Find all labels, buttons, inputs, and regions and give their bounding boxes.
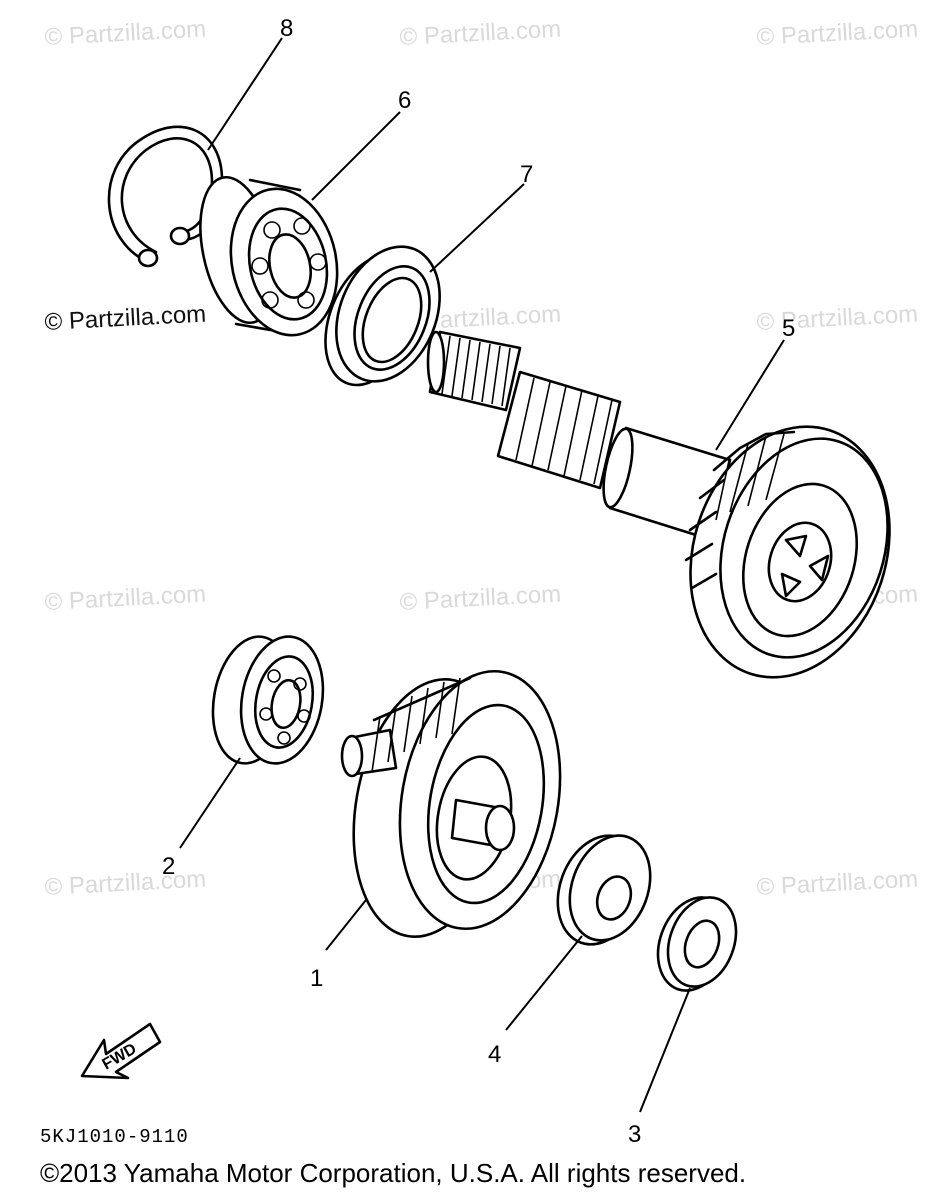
callout-4[interactable]: 4 <box>488 1041 501 1068</box>
watermark: © Partzilla.com <box>399 16 562 51</box>
part-7-oil-seal[interactable] <box>308 231 459 399</box>
copyright-notice: ©2013 Yamaha Motor Corporation, U.S.A. A… <box>40 1158 746 1188</box>
part-4-washer[interactable] <box>543 824 664 957</box>
callout-7[interactable]: 7 <box>520 161 533 188</box>
callout-3[interactable]: 3 <box>628 1121 641 1148</box>
watermark: © Partzilla.com <box>44 16 207 51</box>
watermark: © Partzilla.com <box>756 16 919 51</box>
watermark: © Partzilla.com <box>44 301 207 336</box>
diagram-code: 5KJ1010-9110 <box>40 1126 189 1148</box>
part-1-gear[interactable] <box>335 658 580 948</box>
watermark: © Partzilla.com <box>399 581 562 616</box>
part-3-washer[interactable] <box>646 887 748 1000</box>
part-6-bearing[interactable] <box>188 170 350 345</box>
fwd-direction-arrow: FWD <box>80 1022 162 1080</box>
callout-6[interactable]: 6 <box>398 87 411 114</box>
part-2-bearing[interactable] <box>203 630 332 770</box>
watermark: © Partzilla.com <box>44 581 207 616</box>
callout-8[interactable]: 8 <box>280 15 293 42</box>
watermark: © Partzilla.com <box>44 866 207 901</box>
leader-lines <box>179 37 785 1113</box>
callout-5[interactable]: 5 <box>782 315 795 342</box>
callout-1[interactable]: 1 <box>310 965 323 992</box>
watermark: © Partzilla.com <box>756 301 919 336</box>
callouts: 8 6 7 5 2 1 4 3 <box>162 15 795 1148</box>
part-5-shaft-gear[interactable] <box>426 330 921 703</box>
callout-2[interactable]: 2 <box>162 853 175 880</box>
watermark: © Partzilla.com <box>756 866 919 901</box>
